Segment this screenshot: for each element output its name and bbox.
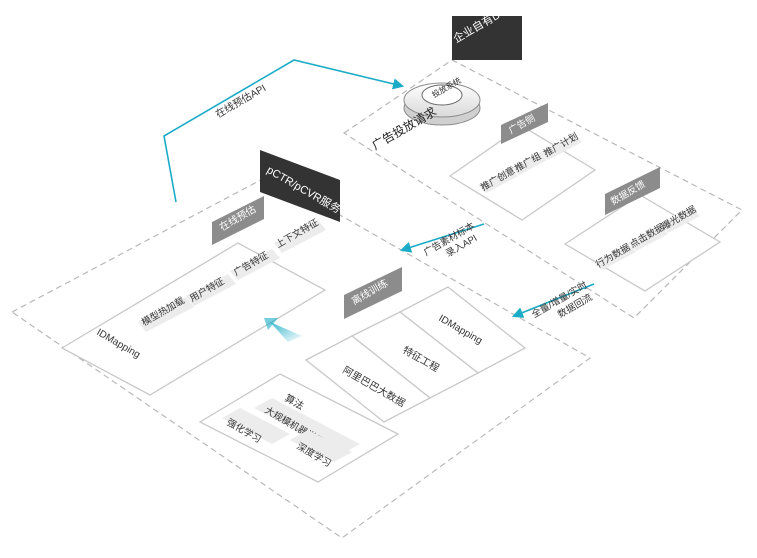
ad-side-pill-2 xyxy=(512,152,547,175)
offline-layer-3-plate xyxy=(304,335,432,423)
online-api-arrow-line xyxy=(163,59,405,203)
algo-pill-1 xyxy=(254,398,360,454)
online-panel: 在线预估 上下文特征 广告特征 用户特征 模型热加载 IDMapping xyxy=(60,196,327,396)
material-api-connector: 广告素材标本 录入API xyxy=(399,219,485,260)
data-flow-connector: 全量/增量/实时 数据回流 xyxy=(511,279,595,321)
delivery-system-icon: 投放系统 xyxy=(403,75,481,126)
online-pill-2 xyxy=(230,249,280,280)
offline-panel: 离线训练 IDMapping 特征工程 阿里巴巴大数据 算法 大规模机器学习 强… xyxy=(198,267,527,483)
offline-header-tag xyxy=(344,267,402,319)
dsp-title-tag: 企业自有DSP xyxy=(451,0,522,60)
online-api-label: 在线预估API xyxy=(213,81,268,120)
upload-glow-arrow xyxy=(264,318,302,342)
pctr-region: pCTR/pCVR服务 在线预估 上下文特征 广告特征 用户特征 模型热加载 I… xyxy=(10,150,592,539)
data-feedback-header-tag xyxy=(605,167,660,215)
online-pill-1 xyxy=(274,220,326,253)
data-flow-arrow-line xyxy=(511,283,595,318)
dsp-region: 企业自有DSP 投放系统 广告投放请求 广告侧 推广计划 推广组 推广创意 数据… xyxy=(342,0,744,319)
data-feedback-pill-2 xyxy=(628,226,668,251)
ad-side-pill-1 xyxy=(540,134,582,160)
ad-side-header-tag xyxy=(501,103,548,144)
ad-side-panel: 广告侧 推广计划 推广组 推广创意 xyxy=(448,103,597,221)
ad-side-pill-3 xyxy=(478,168,518,193)
data-feedback-panel: 数据反馈 曝光数据 点击数据 行为数据 xyxy=(563,167,722,292)
online-header-tag xyxy=(212,196,264,245)
data-feedback-pill-1 xyxy=(660,208,700,233)
online-pill-3 xyxy=(186,274,236,306)
online-pill-4 xyxy=(138,297,194,332)
ad-request-label: 广告投放请求 xyxy=(369,104,439,153)
dsp-dashed-plate xyxy=(342,59,744,319)
pctr-title-tag: pCTR/pCVR服务 xyxy=(260,150,343,222)
algo-pill-3 xyxy=(290,430,352,462)
data-feedback-pill-3 xyxy=(594,244,636,270)
algo-pill-2 xyxy=(222,408,290,444)
pctr-dashed-plate xyxy=(10,174,592,539)
material-api-arrow-line xyxy=(399,223,485,253)
